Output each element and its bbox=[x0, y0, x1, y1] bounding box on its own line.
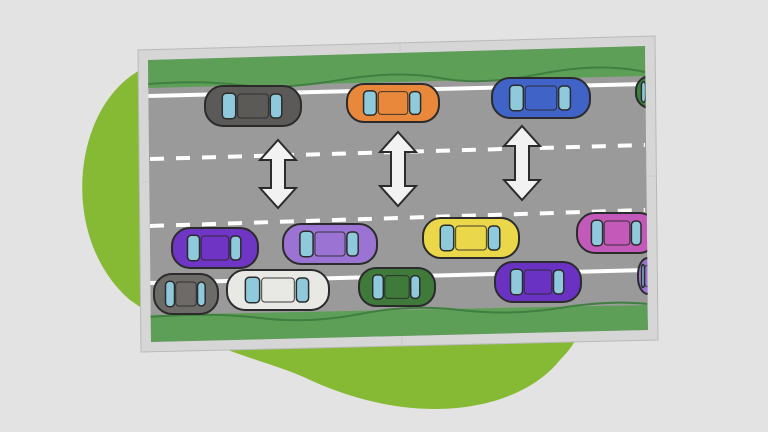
car-dark-gray bbox=[204, 85, 302, 127]
car-gray bbox=[153, 273, 219, 315]
car-magenta bbox=[576, 212, 648, 254]
double-arrow-icon bbox=[377, 130, 419, 208]
car-blue bbox=[491, 77, 591, 119]
double-arrow-icon bbox=[501, 124, 543, 202]
car-orange bbox=[346, 83, 440, 123]
car-white bbox=[226, 269, 330, 311]
lane-divider-lower bbox=[149, 208, 646, 228]
car-green bbox=[358, 267, 436, 307]
bottom-grass bbox=[150, 305, 648, 342]
car-purple-1 bbox=[171, 227, 259, 269]
car-lavender bbox=[282, 223, 378, 265]
double-arrow-icon bbox=[257, 138, 299, 210]
car-purple-2 bbox=[494, 261, 582, 303]
car-yellow bbox=[422, 217, 520, 259]
